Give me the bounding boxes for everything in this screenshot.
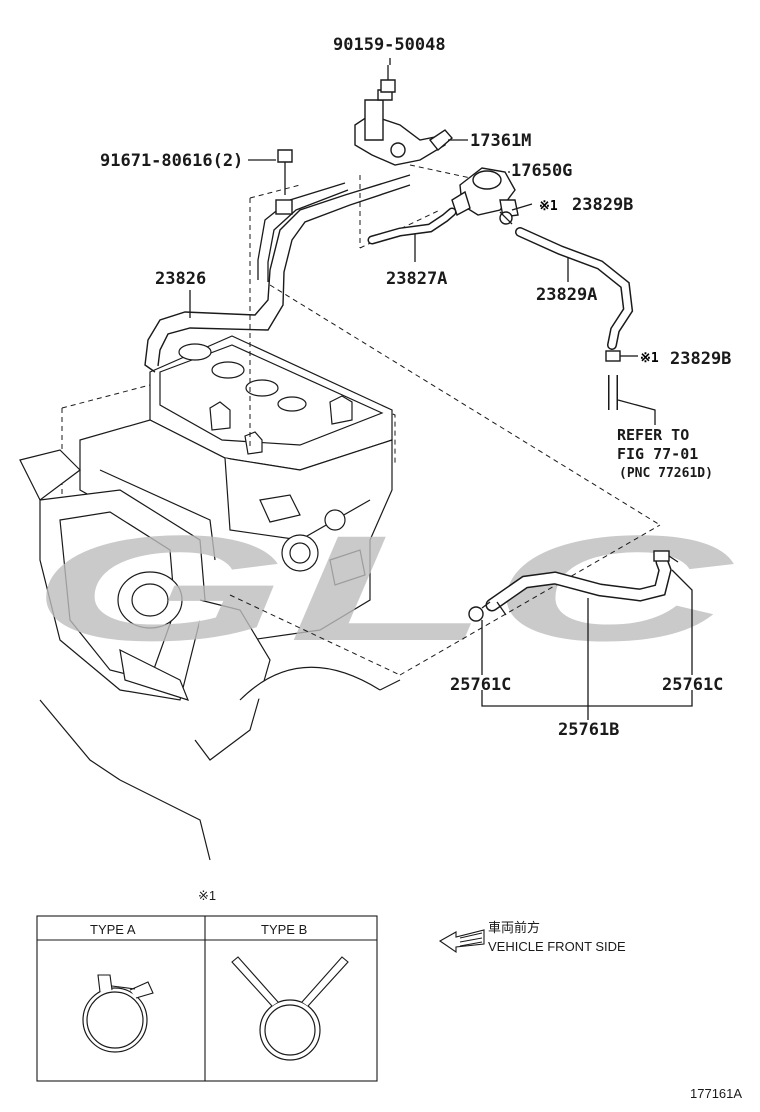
figure-id: 177161A: [690, 1086, 742, 1101]
refer-line-3: (PNC 77261D): [619, 466, 713, 481]
label-17650g: 17650G: [511, 161, 572, 181]
engine-illustration: [19, 335, 401, 861]
label-23829b-mid: 23829B: [670, 349, 731, 369]
label-91671-80616: 91671-80616(2): [100, 151, 243, 171]
clamp-25761c-right: [653, 550, 679, 563]
hose-23829a: [515, 227, 634, 350]
label-23829b-top: 23829B: [572, 195, 633, 215]
clamp-23829b-top: [499, 211, 513, 225]
label-23829a: 23829A: [536, 285, 597, 305]
legend-note-mark: ※1: [198, 888, 216, 903]
hose-25761b: [485, 555, 672, 616]
label-90159-50048: 90159-50048: [333, 35, 446, 55]
label-17361m: 17361M: [470, 131, 531, 151]
refer-line-1: REFER TO: [617, 426, 689, 444]
legend-type-a: TYPE A: [90, 922, 136, 937]
pipe-23826: [144, 174, 411, 373]
note-mark-top: ※1: [539, 199, 558, 214]
type-b-clamp-icon: [231, 956, 349, 1061]
clamp-23829b-mid: [605, 350, 630, 362]
front-label-en: VEHICLE FRONT SIDE: [488, 939, 626, 954]
bolt-90159-50048: [380, 65, 396, 93]
label-23826: 23826: [155, 269, 206, 289]
hose-refer: [608, 375, 656, 425]
front-arrow-icon: [438, 929, 485, 954]
front-label-jp: 車両前方: [488, 920, 540, 935]
vehicle-front-indicator: 車両前方 VEHICLE FRONT SIDE: [438, 920, 626, 954]
hose-23827a: [367, 207, 457, 245]
clamp-25761c-left: [468, 601, 491, 622]
type-a-clamp-icon: [82, 974, 154, 1053]
bracket-17361m: [354, 89, 453, 166]
label-25761c-left: 25761C: [450, 675, 511, 695]
note-mark-mid: ※1: [640, 351, 659, 366]
legend-type-b: TYPE B: [261, 922, 307, 937]
label-25761c-right: 25761C: [662, 675, 723, 695]
bolt-91671-80616: [277, 149, 293, 195]
label-25761b: 25761B: [558, 720, 619, 740]
label-23827a: 23827A: [386, 269, 447, 289]
clamp-type-legend: ※1 TYPE A TYPE B: [36, 888, 378, 1082]
refer-line-2: FIG 77-01: [617, 445, 698, 463]
vsv-17650g: [451, 167, 519, 218]
leader-lines: [189, 58, 693, 720]
guide-lines: [229, 164, 661, 676]
